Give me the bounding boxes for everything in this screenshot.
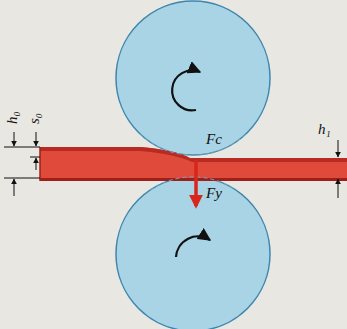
rotation-arrow bbox=[176, 236, 210, 257]
metal-strip bbox=[40, 147, 347, 178]
strip-edge bbox=[39, 147, 41, 181]
rotation-arrow bbox=[172, 70, 200, 110]
dimension-label: h₁ bbox=[318, 122, 331, 137]
force-label: Fc bbox=[206, 132, 222, 147]
dimension-label: h₀ bbox=[5, 111, 20, 124]
dimension-lines bbox=[4, 132, 338, 198]
force-arrow bbox=[194, 160, 198, 206]
upper-roller bbox=[116, 1, 270, 155]
force-label: Fy bbox=[206, 186, 222, 201]
roller-hidden-contour bbox=[150, 177, 236, 190]
lower-roller bbox=[116, 177, 270, 329]
dimension-label: s₀ bbox=[27, 113, 42, 124]
strip-top-face bbox=[40, 147, 347, 162]
roller-hidden-contour bbox=[140, 134, 246, 155]
strip-bottom-face bbox=[40, 178, 347, 181]
